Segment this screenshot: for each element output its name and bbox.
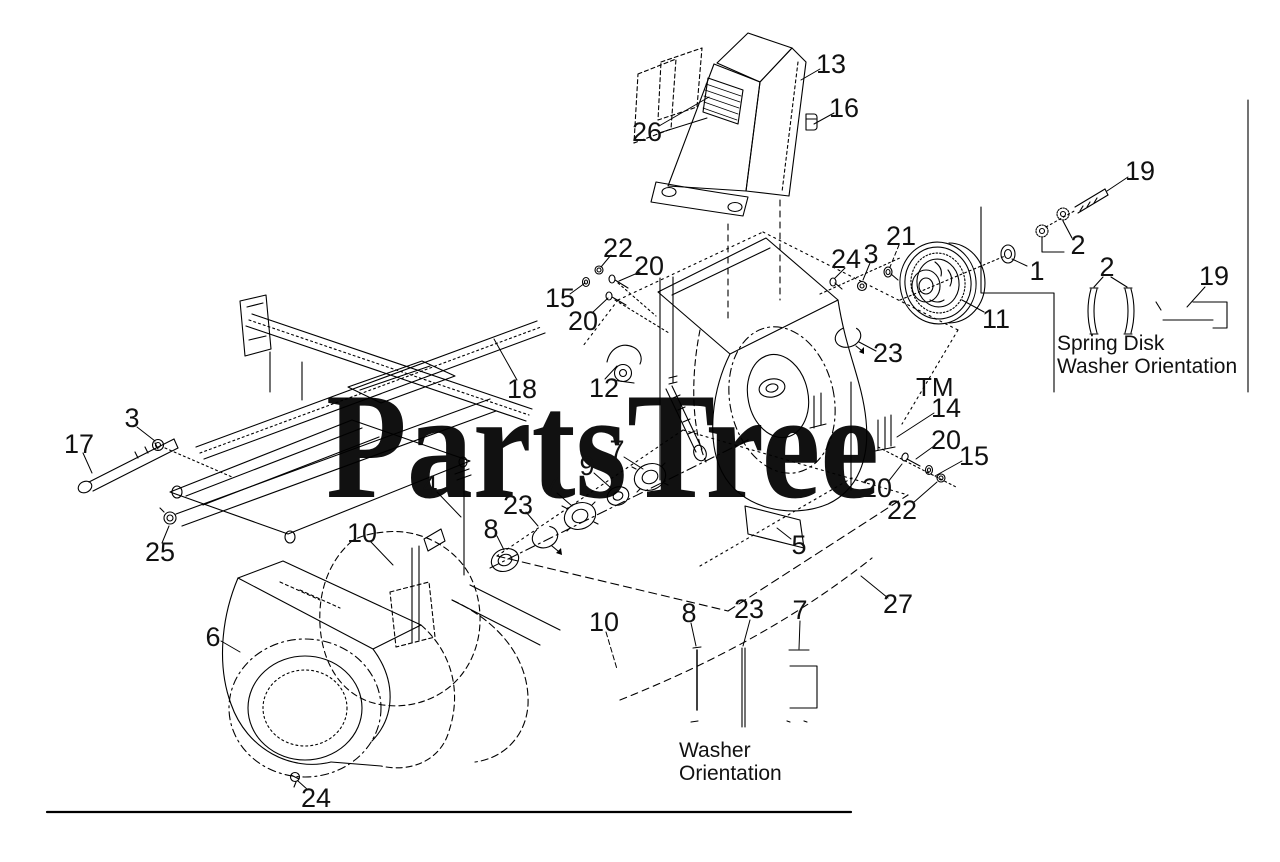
part-14-bracket (875, 415, 895, 451)
callout-5: 5 (791, 530, 806, 560)
part-3-nut-top (858, 282, 867, 291)
callout-17: 17 (64, 429, 94, 459)
callout-15-left: 15 (545, 283, 575, 313)
part-10-housing-half (320, 529, 560, 762)
callout-20-c: 20 (931, 425, 961, 455)
part-26-decal (634, 48, 743, 143)
washer-orientation-line1: Washer (679, 739, 751, 762)
inset-text: Spring Disk Washer Orientation Washer Or… (679, 332, 1237, 785)
callout-11: 11 (982, 304, 1010, 334)
part-7-bearing-right (630, 459, 669, 495)
shaft-axis (490, 440, 748, 568)
part-6-fan-housing (223, 561, 455, 777)
part-3-nut-left (153, 440, 233, 478)
callout-23-inset: 23 (734, 594, 764, 624)
part-11-pulley (895, 237, 985, 329)
part-18-frame (170, 295, 545, 543)
callout-23-center: 23 (503, 490, 533, 520)
callout-labels: 13 16 26 19 2 1 21 3 24 11 2 19 22 20 15… (64, 49, 1229, 813)
right-fastener-cluster (878, 447, 958, 488)
part-25-nut (160, 508, 176, 524)
callout-16: 16 (829, 93, 859, 123)
callout-22-right: 22 (887, 495, 917, 525)
part-16-latch (806, 114, 817, 130)
callout-2-top: 2 (1070, 230, 1085, 260)
callout-19-top: 19 (1125, 156, 1155, 186)
watermark-tm: TM (916, 372, 954, 402)
callout-23-right: 23 (873, 338, 903, 368)
callout-3-left: 3 (124, 403, 139, 433)
part-23-ring-right (833, 323, 864, 354)
part-23-ring-center (529, 522, 562, 555)
spring-disk-orientation-line1: Spring Disk (1057, 332, 1165, 355)
part-12-pivot-bracket (607, 345, 709, 462)
callout-24-top: 24 (831, 244, 861, 274)
part-2-spring-washers (1036, 208, 1072, 252)
leader-lines (83, 69, 1205, 790)
part-8-washer (488, 545, 522, 576)
part-5-blower-housing (658, 238, 867, 548)
callout-7-a: 7 (609, 435, 624, 465)
spring-disk-inset-graphic (1088, 277, 1227, 334)
part-7-bearing-left (560, 498, 599, 534)
part-21-bolt (884, 267, 898, 280)
callout-24-bottom: 24 (301, 783, 331, 813)
pulley-axis-dotted (900, 256, 1005, 300)
washer-inset-graphic (691, 647, 817, 727)
callout-19-inset: 19 (1199, 261, 1229, 291)
callout-7-b: 7 (543, 471, 558, 501)
callout-8-a: 8 (483, 514, 498, 544)
callout-10-left: 10 (347, 518, 377, 548)
callout-14: 14 (931, 393, 961, 423)
washer-orientation-line2: Orientation (679, 762, 782, 785)
callout-9: 9 (579, 451, 594, 481)
callout-4: 4 (422, 470, 437, 500)
callout-27: 27 (883, 589, 913, 619)
part-22-nut-left (595, 266, 603, 274)
spring-disk-orientation-line2: Washer Orientation (1057, 355, 1237, 378)
callout-12: 12 (589, 373, 619, 403)
inset-border-step (981, 207, 1054, 392)
part-9-washer (604, 484, 631, 509)
callout-15-right: 15 (959, 441, 989, 471)
callout-8-inset: 8 (681, 598, 696, 628)
callout-20-b: 20 (568, 306, 598, 336)
part-4-bolt (455, 469, 471, 575)
fastener-axis-dotted (820, 257, 902, 294)
part-15-washer-left (583, 278, 590, 287)
callout-3-top: 3 (863, 239, 878, 269)
callout-2-inset: 2 (1099, 252, 1114, 282)
callout-10-bottom: 10 (589, 607, 619, 637)
callout-20-d: 20 (862, 473, 892, 503)
part-24-screw-top (830, 278, 842, 289)
callout-7-inset: 7 (792, 595, 807, 625)
callout-18: 18 (507, 374, 537, 404)
callout-6: 6 (205, 622, 220, 652)
callout-21: 21 (886, 221, 916, 251)
part-1-bushing (1001, 245, 1015, 263)
part-24-screw-bottom (291, 773, 300, 788)
callout-20-a: 20 (634, 251, 664, 281)
callout-25: 25 (145, 537, 175, 567)
callout-26: 26 (632, 117, 662, 147)
envelope-lines (497, 232, 958, 700)
callout-22-left: 22 (603, 233, 633, 263)
callout-13: 13 (816, 49, 846, 79)
part-19-screw (1046, 189, 1108, 227)
callout-1: 1 (1029, 256, 1044, 286)
